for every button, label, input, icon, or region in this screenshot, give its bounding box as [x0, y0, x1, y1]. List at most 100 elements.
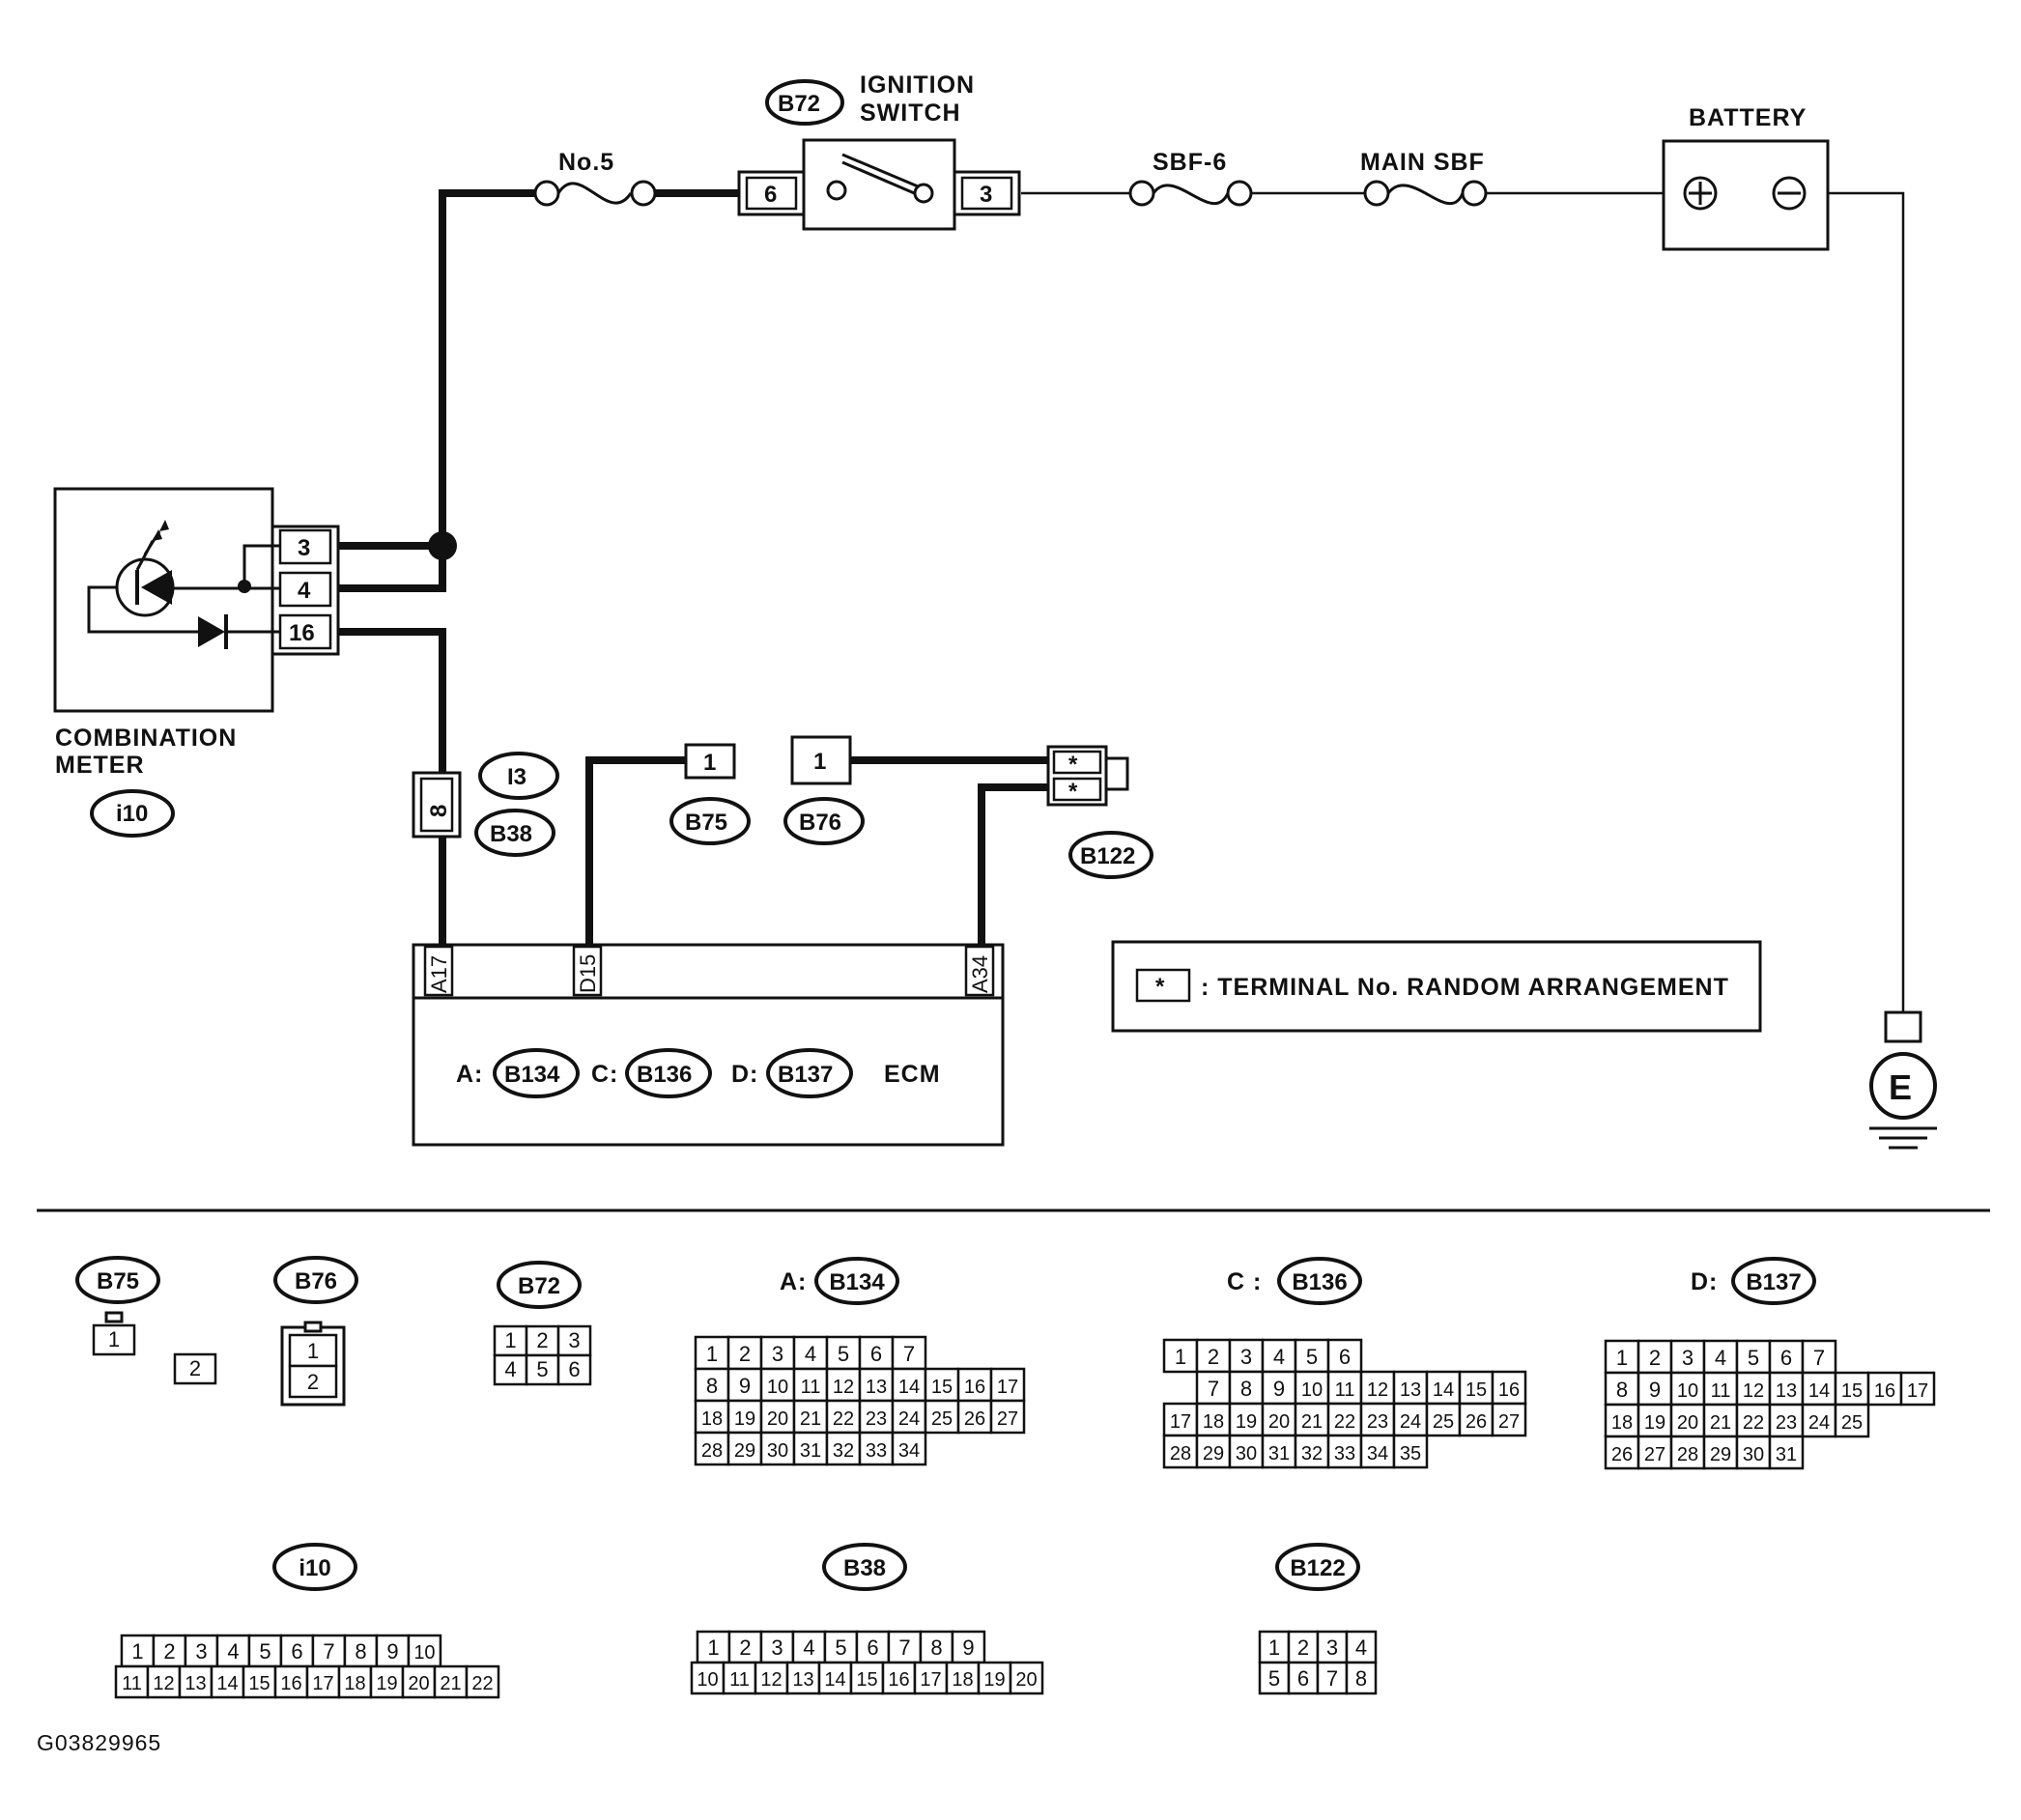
pin-cell [919, 1630, 954, 1664]
pin-label: 20 [767, 1408, 788, 1430]
pin-cell [1261, 1370, 1297, 1406]
pin-label: 13 [866, 1377, 887, 1398]
pin-label: 14 [824, 1669, 845, 1691]
ecm-tag-b136: B136 [637, 1062, 692, 1088]
pin-label: 4 [227, 1639, 239, 1664]
ecm-terminal-d15: D15 [576, 954, 600, 993]
pin-label: 4 [1273, 1345, 1285, 1369]
pin-label: 5 [259, 1639, 270, 1664]
pin-label: 7 [1326, 1666, 1338, 1691]
pin-label: 11 [1335, 1379, 1355, 1401]
pin-cell [858, 1399, 895, 1435]
pin-label: 5 [835, 1635, 846, 1660]
pin-label: 1 [307, 1339, 319, 1363]
pin-cell [288, 1364, 338, 1399]
pin-label: 8 [930, 1635, 942, 1660]
ecm-terminal-a17: A17 [427, 955, 451, 993]
pin-label: 20 [1268, 1411, 1290, 1433]
pin-label: 22 [833, 1408, 854, 1430]
ecm-prefix-a: A: [456, 1061, 483, 1088]
pin-label: 24 [1808, 1412, 1830, 1434]
ign-connector-tag: B72 [778, 91, 820, 117]
pin-cell [1669, 1339, 1706, 1375]
pin-cell [1669, 1435, 1706, 1470]
pin-label: 19 [376, 1673, 397, 1694]
pin-label: 25 [1433, 1411, 1454, 1433]
pin-label: 14 [1433, 1379, 1454, 1401]
pin-label: 8 [355, 1639, 366, 1664]
pin-label: 3 [772, 1342, 783, 1366]
ign-terminal-3: 3 [980, 182, 992, 208]
fuse-sbf6-label: SBF-6 [1153, 149, 1227, 176]
connector-view-oval-b134 [814, 1257, 899, 1305]
ecm-label: ECM [884, 1061, 941, 1088]
pin-label: 3 [1326, 1635, 1338, 1660]
pin-label: 35 [1400, 1443, 1421, 1465]
connector-view-prefix-b134: A: [780, 1268, 807, 1295]
pin-label: 8 [1616, 1378, 1628, 1402]
pin-cell [792, 1367, 829, 1403]
pin-label: 8 [706, 1374, 718, 1398]
ignition-switch-label-2: SWITCH [860, 100, 961, 127]
legend-symbol: * [1155, 974, 1165, 1000]
pin-cell [785, 1661, 821, 1695]
ign-terminal-6: 6 [764, 182, 777, 208]
pin-label: 23 [1367, 1411, 1388, 1433]
b76-terminal-1: 1 [813, 749, 826, 775]
wire-junction [428, 531, 457, 560]
pin-label: 19 [983, 1669, 1005, 1691]
meter-terminal-4: 4 [298, 578, 311, 604]
connector-view-oval-b75 [75, 1256, 160, 1304]
pin-label: 29 [734, 1440, 755, 1462]
pin-label: 7 [903, 1342, 915, 1366]
wire-b122-to-a34 [978, 783, 1048, 945]
pin-cell [210, 1664, 245, 1699]
pin-label: 33 [866, 1440, 887, 1462]
battery-label: BATTERY [1689, 104, 1807, 131]
pin-label: 5 [1748, 1346, 1759, 1370]
pin-label: 9 [962, 1635, 974, 1660]
ignition-switch: 6 3 B72 IGNITION SWITCH [737, 71, 1021, 231]
combination-meter-label-1: COMBINATION [55, 725, 237, 752]
connector-view-tag-i10: i10 [299, 1555, 330, 1581]
pin-cell [956, 1399, 993, 1435]
pin-cell [1009, 1661, 1044, 1695]
pin-label: 21 [1710, 1412, 1731, 1434]
legend: * : TERMINAL No. RANDOM ARRANGEMENT [1111, 940, 1762, 1033]
meter-connector-tag: i10 [116, 801, 148, 827]
pin-cell [215, 1634, 251, 1668]
ecm-prefix-d: D: [731, 1061, 758, 1088]
connector-view-oval-b72 [497, 1261, 582, 1309]
wire-meter16-to-a17 [338, 628, 446, 782]
pin-label: 31 [1268, 1443, 1290, 1465]
pin-label: 15 [1841, 1380, 1863, 1402]
pin-cell [120, 1634, 156, 1668]
connector-view-tag-b75: B75 [97, 1268, 139, 1294]
pin-label: 1 [707, 1635, 719, 1660]
pin-label: 32 [833, 1440, 854, 1462]
connector-view-oval-i10 [272, 1543, 357, 1591]
pin-label: 22 [471, 1673, 493, 1694]
pin-label: 23 [1776, 1412, 1797, 1434]
pin-cell [891, 1335, 927, 1371]
combination-meter-label-2: METER [55, 752, 145, 779]
b75-terminal-1: 1 [703, 750, 716, 776]
ecm-tag-b137: B137 [778, 1062, 833, 1088]
pin-label: 1 [504, 1328, 516, 1352]
pin-label: 30 [1236, 1443, 1257, 1465]
pin-label: 3 [1240, 1345, 1252, 1369]
pin-cell [694, 1335, 730, 1371]
pin-label: 20 [408, 1673, 429, 1694]
pin-label: 16 [888, 1669, 909, 1691]
pin-label: 20 [1015, 1669, 1037, 1691]
pin-label: 18 [952, 1669, 973, 1691]
connector-b122: * * B122 [1046, 745, 1153, 879]
pin-cell [1392, 1434, 1429, 1469]
pin-label: 3 [771, 1635, 783, 1660]
pin-label: 21 [440, 1673, 461, 1694]
pin-cell [791, 1630, 827, 1664]
pin-label: 27 [1498, 1411, 1520, 1433]
